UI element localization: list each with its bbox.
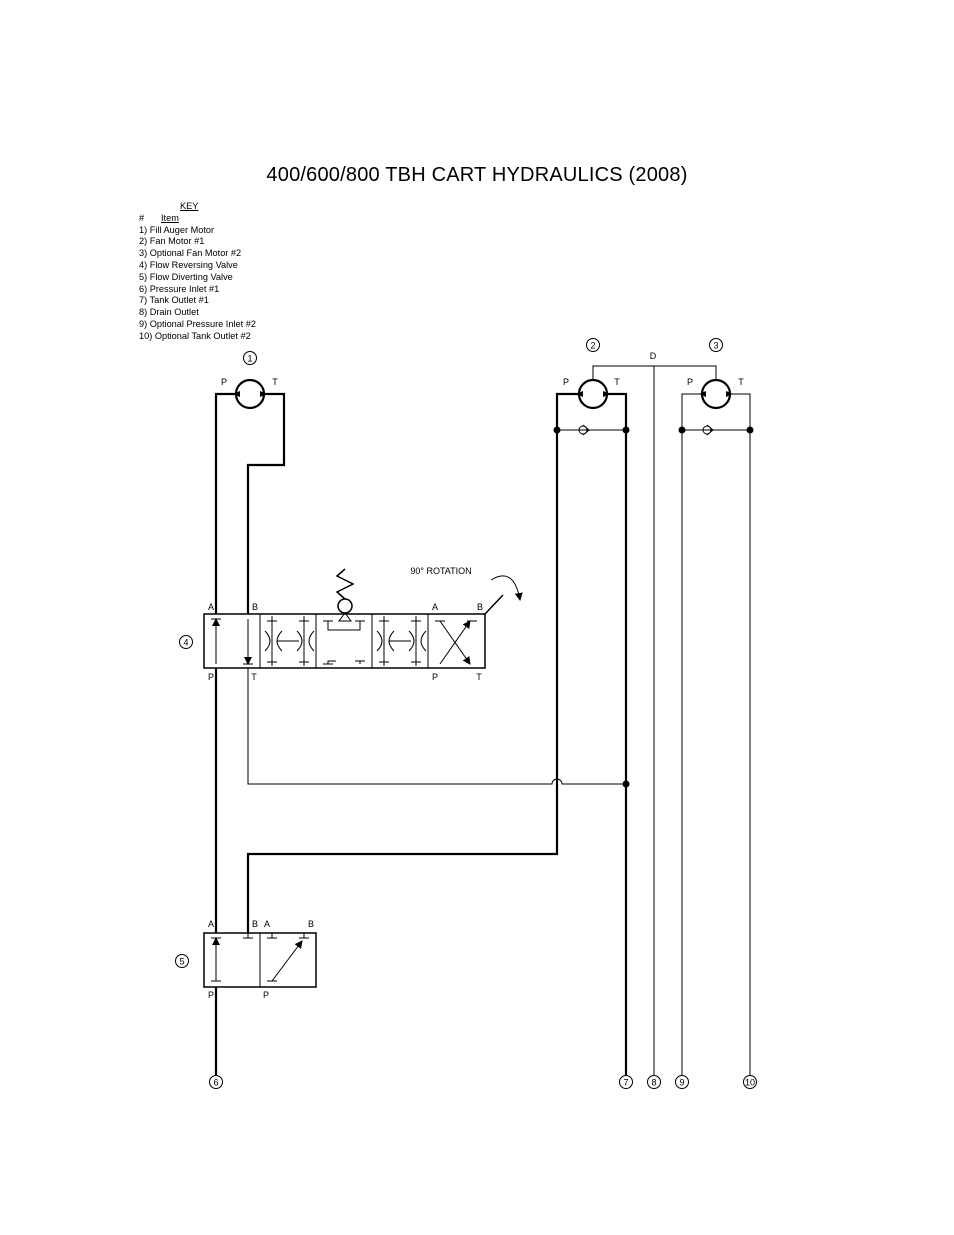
callout-5: 5 (179, 957, 184, 967)
port-label-t: T (272, 377, 278, 387)
crossover-envelope (435, 620, 477, 665)
callout-4: 4 (183, 638, 188, 648)
center-envelope (323, 568, 365, 665)
motor-arrow-icon (726, 391, 733, 397)
port-label-a: A (208, 602, 214, 612)
callout-2: 2 (590, 341, 595, 351)
port-label-b: B (477, 602, 483, 612)
fan-motor-1: 2 P T (246, 338, 630, 1075)
port-label-p: P (263, 990, 269, 1000)
port-label-p: P (208, 990, 214, 1000)
motor-arrow-icon (576, 391, 583, 397)
callout-6: 6 (213, 1078, 218, 1088)
port-label-p: P (563, 377, 569, 387)
fan-motor-2: 3 P T (678, 338, 754, 1075)
drain-outlet (647, 1075, 661, 1089)
key-item: 5) Flow Diverting Valve (139, 271, 233, 282)
callout-9: 9 (679, 1078, 684, 1088)
fill-auger-motor: 1 P T (214, 351, 286, 614)
port-label-a: A (264, 919, 270, 929)
port-label-p: P (687, 377, 693, 387)
port-label-b: B (252, 602, 258, 612)
key-heading: KEY (180, 201, 199, 211)
key-item: 10) Optional Tank Outlet #2 (139, 330, 251, 341)
check-valve-seat (582, 424, 590, 436)
port-label-t: T (476, 672, 482, 682)
callout-8: 8 (651, 1078, 656, 1088)
motor-symbol (577, 378, 609, 410)
rotation-arrow-icon (490, 575, 523, 601)
bottom-callouts: 6 7 8 9 10 (209, 1075, 757, 1089)
callout-circle (243, 351, 257, 365)
detent-icon (337, 598, 353, 614)
key-columns: # Item (139, 213, 256, 225)
port-label-t: T (614, 377, 620, 387)
valve-lever[interactable] (484, 594, 504, 615)
motor-arrow-icon (260, 391, 267, 397)
port-label-a: A (208, 919, 214, 929)
motor-symbol (700, 378, 732, 410)
port-label-p: P (432, 672, 438, 682)
key-item: 6) Pressure Inlet #1 (139, 283, 220, 294)
key-item: 7) Tank Outlet #1 (139, 295, 209, 306)
callout-3: 3 (713, 341, 718, 351)
callout-1: 1 (247, 354, 252, 364)
drain-line: D (592, 351, 717, 1075)
pressure-inlet-2 (675, 1075, 689, 1089)
port-label-p: P (208, 672, 214, 682)
key-legend: KEY # Item 1) Fill Auger Motor 2) Fan Mot… (139, 201, 256, 343)
port-label-t: T (251, 672, 257, 682)
key-col-item: Item (161, 212, 179, 223)
port-label-a: A (432, 602, 438, 612)
port-label-t: T (738, 377, 744, 387)
motor-arrow-icon (233, 391, 240, 397)
motor-arrow-icon (699, 391, 706, 397)
port-label-b: B (308, 919, 314, 929)
drain-label-d: D (650, 351, 657, 361)
key-item: 1) Fill Auger Motor (139, 224, 215, 235)
flow-control-symbol (376, 616, 427, 666)
port-label-b: B (252, 919, 258, 929)
key-item: 4) Flow Reversing Valve (139, 259, 238, 270)
flow-diverting-valve: 5 A B A B P P (175, 919, 317, 1000)
key-item: 2) Fan Motor #1 (139, 236, 205, 247)
motor-arrow-icon (603, 391, 610, 397)
key-item: 9) Optional Pressure Inlet #2 (139, 318, 256, 329)
callout-10: 10 (745, 1078, 755, 1088)
check-valve-ball (578, 425, 588, 435)
pressure-inlet-1 (209, 1075, 223, 1089)
key-item: 8) Drain Outlet (139, 307, 199, 318)
tank-outlet-2 (743, 1075, 757, 1089)
rotation-annotation: 90° ROTATION (410, 566, 471, 576)
key-col-number: # (139, 212, 145, 223)
flow-control-symbol (264, 616, 315, 666)
callout-7: 7 (623, 1078, 628, 1088)
flow-reversing-valve: 4 A B P T A B P T (179, 566, 523, 682)
motor-symbol (234, 378, 266, 410)
page-title: 400/600/800 TBH CART HYDRAULICS (2008) (266, 164, 688, 186)
port-label-p: P (221, 377, 227, 387)
spring-icon (335, 568, 355, 600)
key-item: 3) Optional Fan Motor #2 (139, 248, 242, 259)
tank-outlet-1 (619, 1075, 633, 1089)
